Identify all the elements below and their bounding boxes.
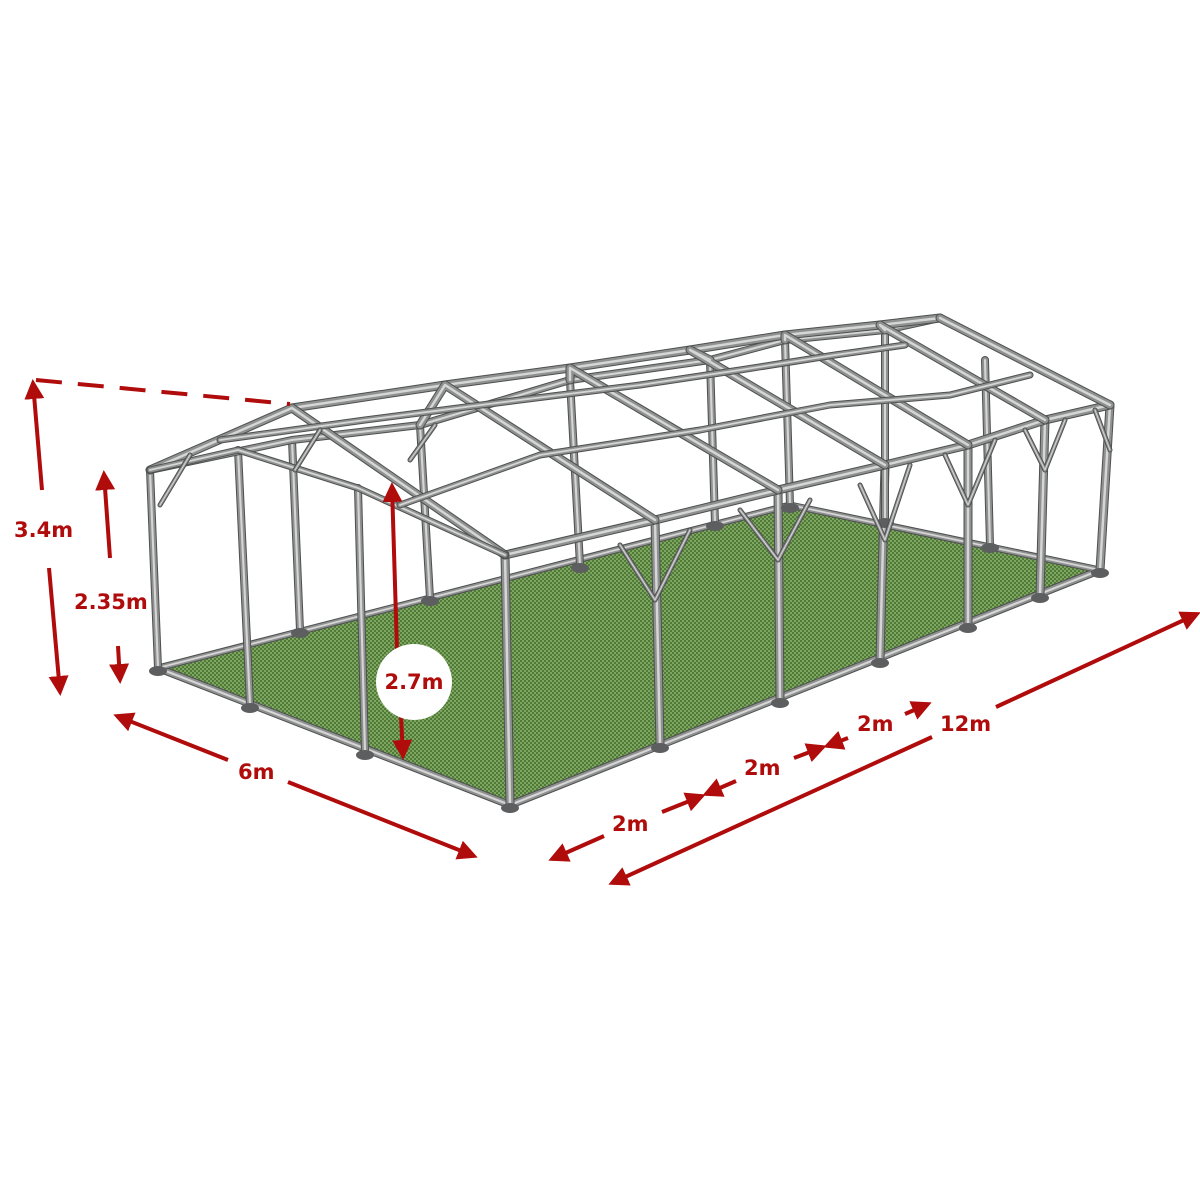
wall-height-arrow-up xyxy=(95,470,116,559)
wall-height-label: 2.35m xyxy=(74,590,148,614)
ridge-height-arrow-up xyxy=(382,482,403,651)
length-arrow-left xyxy=(608,735,933,886)
width-arrow-right xyxy=(287,780,478,860)
width-label: 6m xyxy=(238,760,275,784)
total-height-arrow-down xyxy=(47,567,69,696)
length-label: 12m xyxy=(940,712,992,736)
bay-3-label: 2m xyxy=(857,712,894,736)
bay2-arrow-right xyxy=(793,743,827,763)
ridge-height-label: 2.7m xyxy=(384,670,444,694)
wall-height-arrow-down xyxy=(109,645,130,684)
width-arrow-left xyxy=(113,712,229,762)
ridge-height-reference-dashed-line xyxy=(35,378,291,406)
bay-2-label: 2m xyxy=(744,756,781,780)
bay1-arrow-right xyxy=(661,792,706,814)
ridge-height-badge: 2.7m xyxy=(376,644,452,720)
length-arrow-right xyxy=(995,611,1200,709)
bay2-arrow-left xyxy=(702,778,737,797)
bay3-arrow-right xyxy=(904,701,932,720)
bay1-arrow-left xyxy=(548,834,605,862)
ridge-height-arrow-down xyxy=(392,715,413,760)
dimension-lines xyxy=(24,378,1200,886)
tent-frame-pipes xyxy=(145,313,1115,813)
bay3-arrow-left xyxy=(823,730,849,750)
total-height-arrow-up xyxy=(24,379,45,491)
total-height-label: 3.4m xyxy=(14,518,74,542)
bay-1-label: 2m xyxy=(612,812,649,836)
